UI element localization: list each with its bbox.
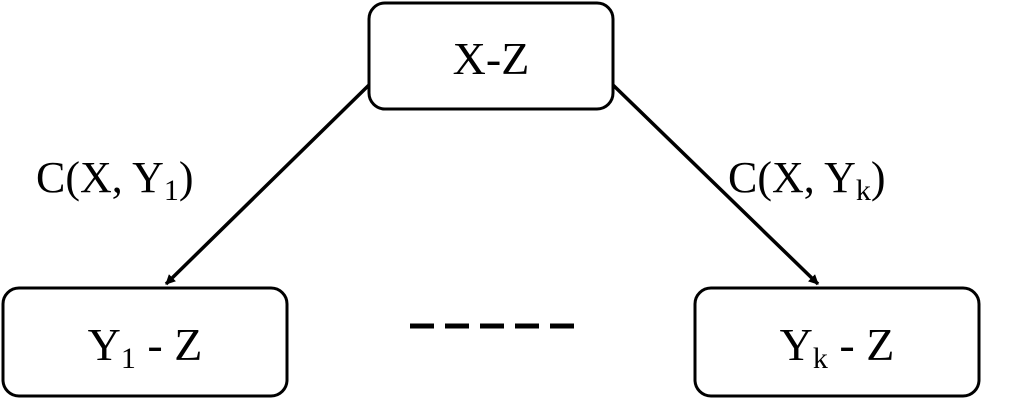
left-edge-label: C(X, Y1) (36, 153, 194, 207)
right-node-box (693, 286, 981, 398)
left-node-sub: 1 (121, 342, 136, 375)
right-edge-suffix: ) (871, 153, 886, 202)
left-edge-sub: 1 (164, 174, 179, 207)
left-node-main: Y (88, 319, 121, 370)
right-edge-label: C(X, Yk) (728, 153, 886, 207)
left-node-suffix: - Z (136, 319, 202, 370)
left-node: Y1 - Z (1, 286, 289, 398)
root-node-label: X-Z (453, 33, 530, 84)
left-node-label: Y1 - Z (88, 319, 203, 375)
left-edge-suffix: ) (179, 153, 194, 202)
right-node-suffix: - Z (828, 319, 894, 370)
right-edge-sub: k (856, 174, 871, 207)
left-edge-prefix: C(X, Y (36, 153, 164, 202)
right-node: Yk - Z (693, 286, 981, 398)
right-edge-arrow (611, 83, 820, 286)
root-node: X-Z (367, 1, 615, 111)
root-node-box (367, 1, 615, 111)
left-node-box (1, 286, 289, 398)
right-node-main: Y (780, 319, 813, 370)
right-node-sub: k (813, 342, 828, 375)
right-edge-prefix: C(X, Y (728, 153, 856, 202)
left-edge-arrow (164, 83, 371, 286)
right-node-label: Yk - Z (780, 319, 895, 375)
